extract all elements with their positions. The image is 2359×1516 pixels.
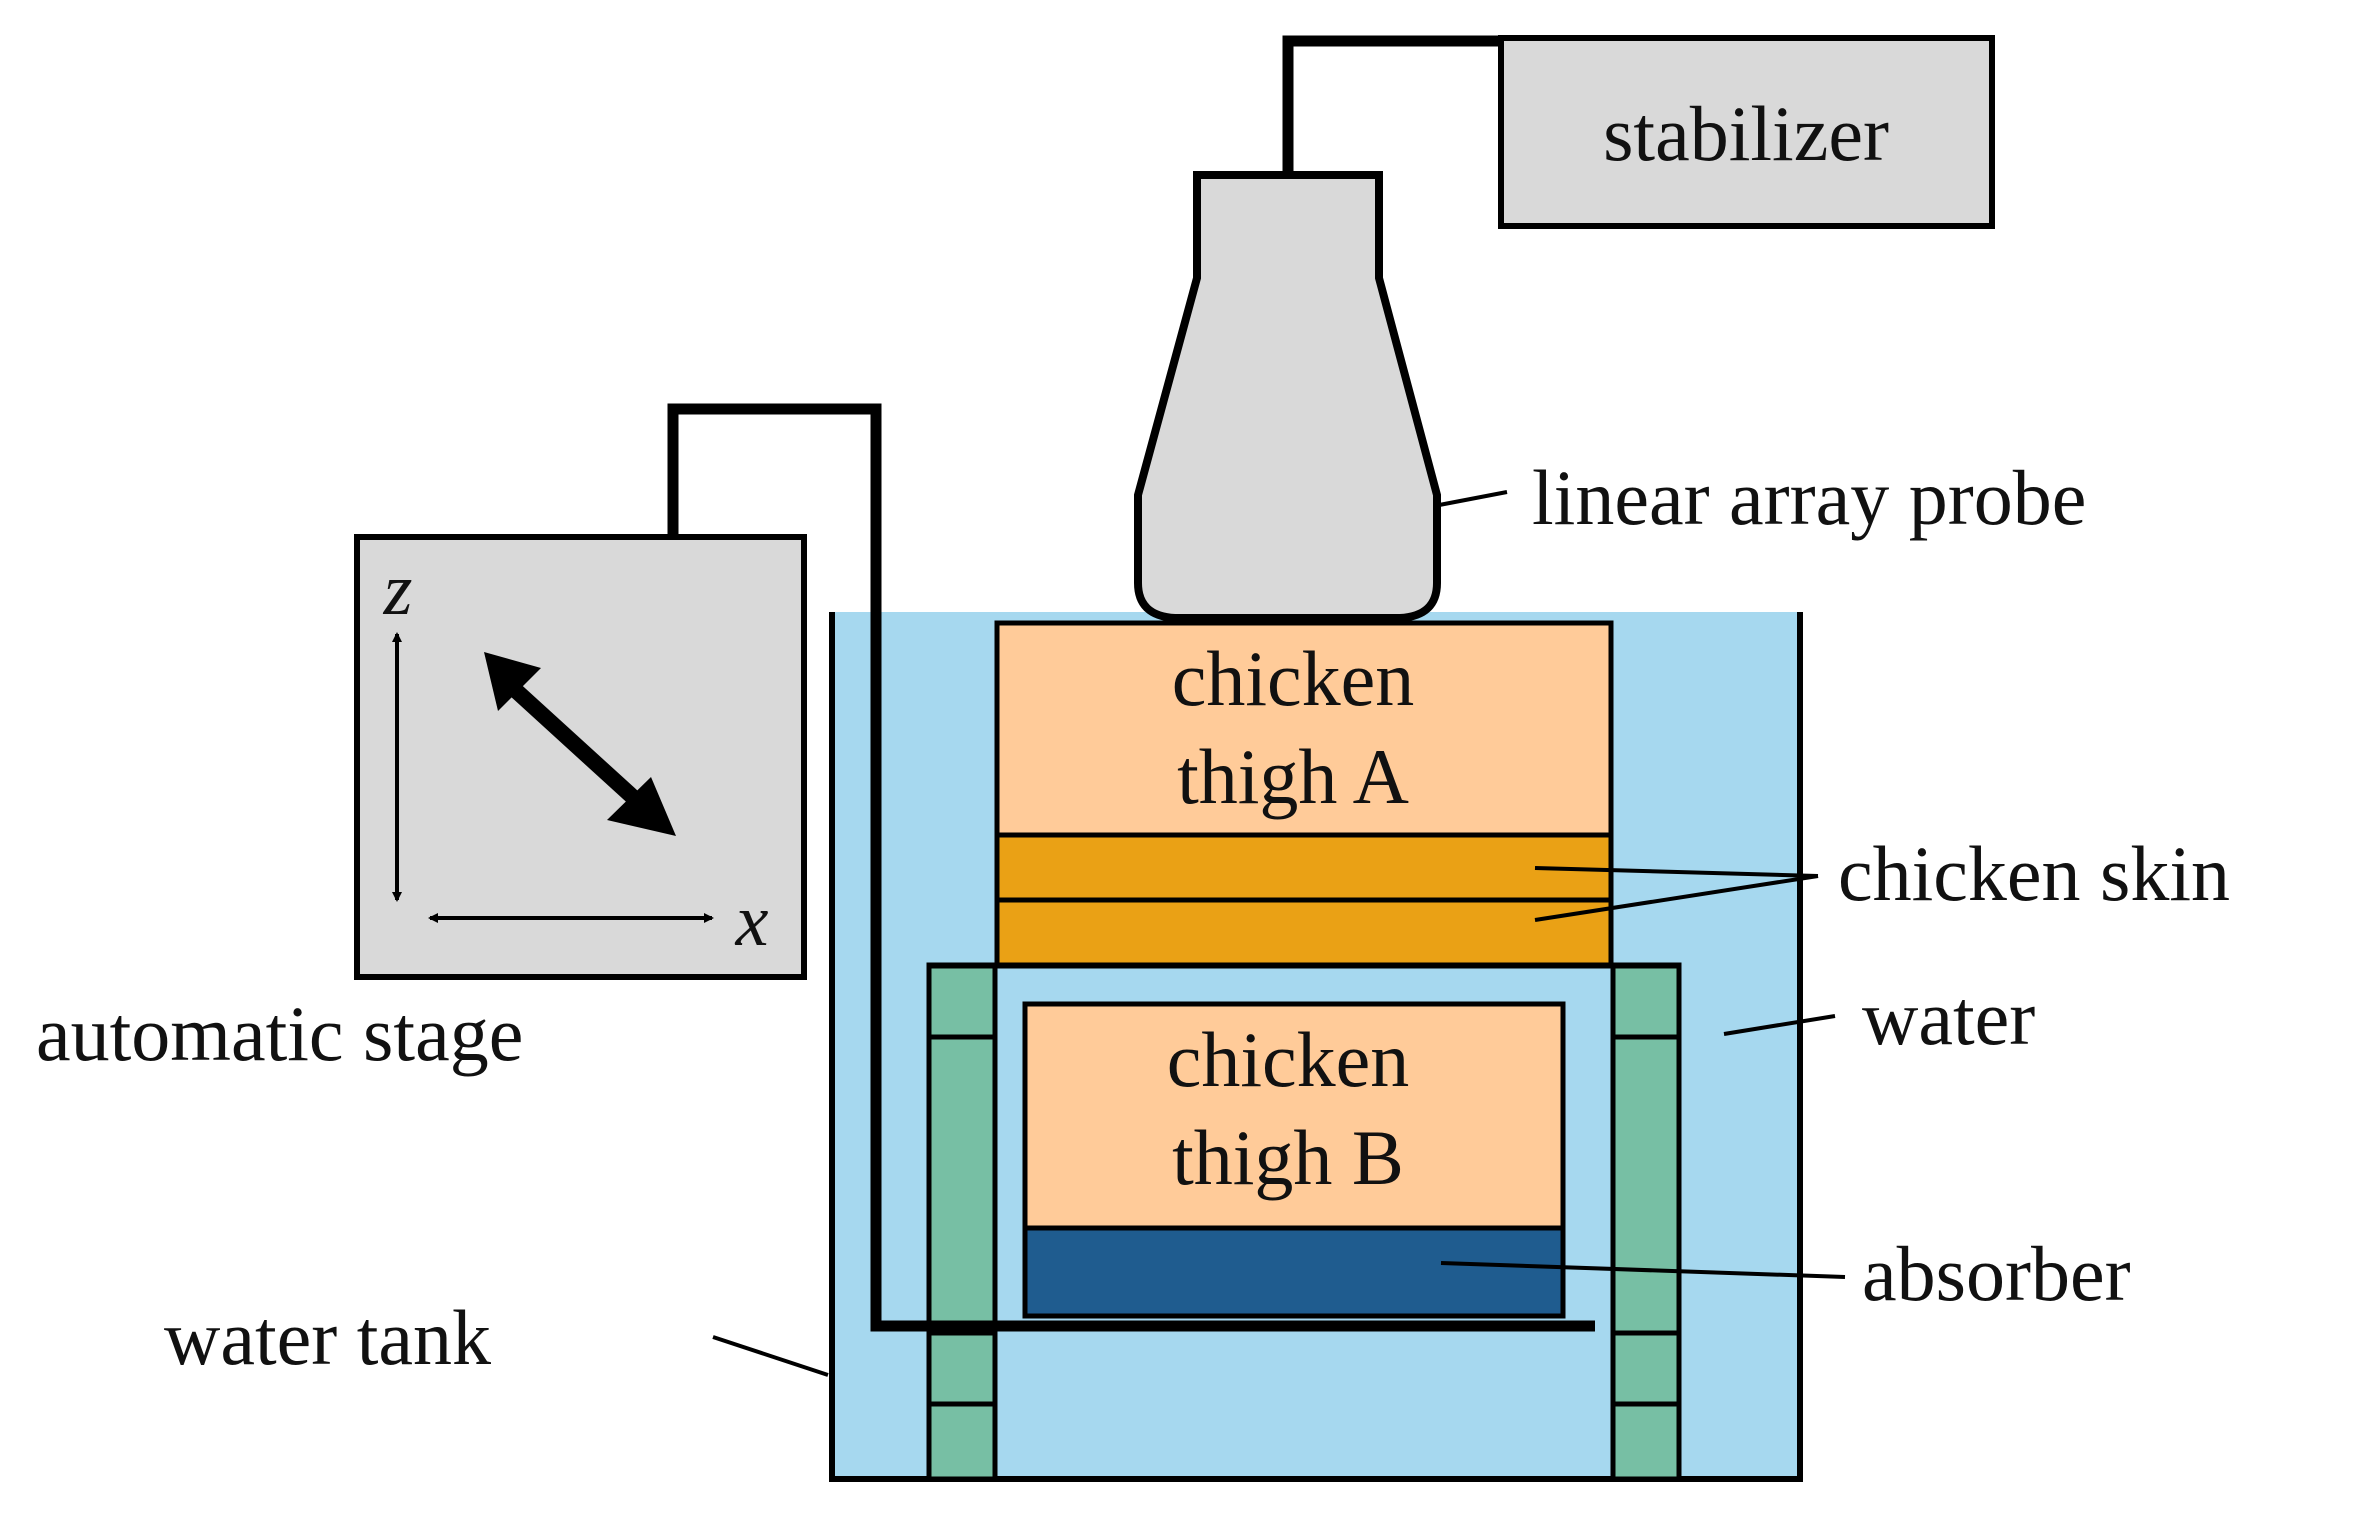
water-tank-label: water tank [164, 1294, 491, 1381]
skin-leader-1 [1534, 866, 1819, 878]
linear-array-probe [1134, 171, 1441, 622]
automatic-stage-label: automatic stage [36, 990, 523, 1077]
stabilizer-label: stabilizer [1603, 90, 1889, 177]
skin-leader-2 [1534, 874, 1819, 922]
z-axis-label: z [383, 549, 413, 631]
chicken-skin-label: chicken skin [1838, 830, 2230, 917]
chicken-skin-layer-1 [994, 832, 1614, 903]
chicken-thigh-b [1022, 1001, 1566, 1231]
left-holder [926, 962, 998, 1482]
stabilizer-cable [1282, 35, 1500, 178]
chicken-thigh-a-label-line2: thigh A [1177, 733, 1409, 820]
water-leader [1723, 1014, 1836, 1036]
linear-array-probe-label: linear array probe [1532, 454, 2086, 541]
right-holder [1610, 962, 1682, 1482]
chicken-thigh-b-label-line1: chicken [1167, 1016, 1410, 1103]
chicken-skin-layer-2 [994, 897, 1614, 968]
absorber-label: absorber [1862, 1230, 2131, 1317]
probe-leader [1433, 490, 1508, 508]
x-axis-label: x [735, 880, 769, 962]
chicken-thigh-b-label-line2: thigh B [1172, 1114, 1404, 1201]
absorber [1022, 1225, 1566, 1319]
water-tank-leader [712, 1335, 829, 1377]
double-headed-diagonal-arrow-icon [484, 652, 676, 836]
chicken-thigh-a [994, 620, 1614, 838]
automatic-stage: z x [354, 534, 807, 980]
water-label: water [1862, 974, 2035, 1061]
chicken-thigh-a-label-line1: chicken [1172, 635, 1415, 722]
stabilizer-box [1498, 35, 1995, 229]
stage-arm [667, 403, 1595, 1332]
absorber-leader [1440, 1261, 1846, 1279]
